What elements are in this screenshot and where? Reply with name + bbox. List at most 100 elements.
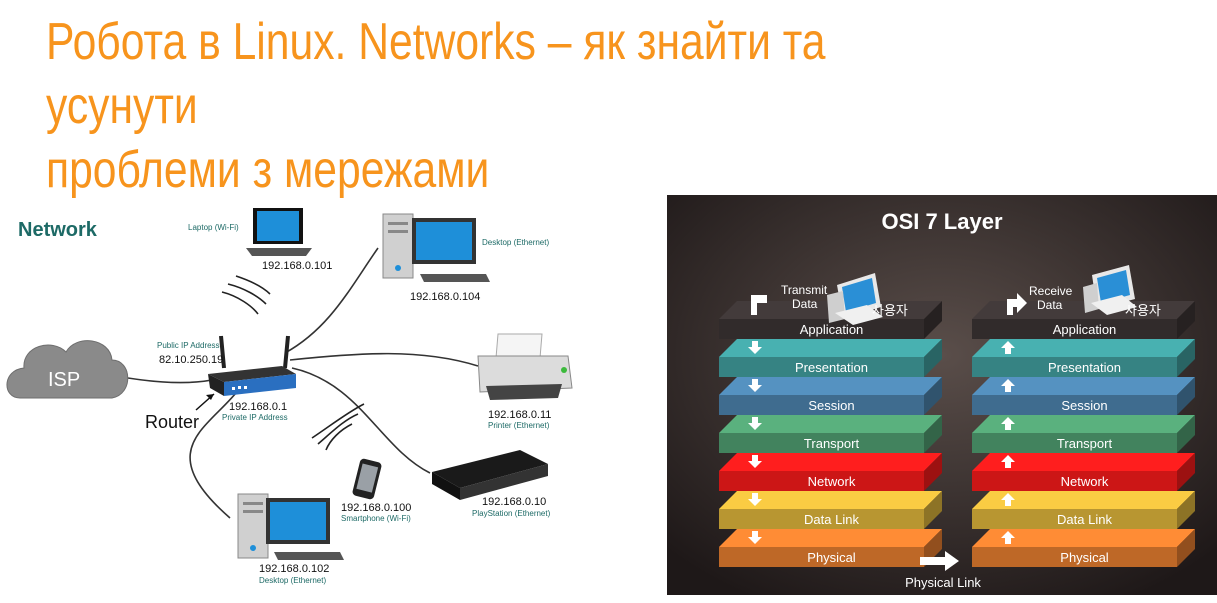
public-ip-label: Public IP Address [157,341,220,350]
down-arrow-icon [748,455,762,468]
playstation-ip: 192.168.0.10 [482,496,546,508]
transmit-layer-presentation: Presentation [719,339,942,377]
osi-stack-receive: ApplicationPresentationSessionTransportN… [972,301,1195,567]
layer-top-face [972,529,1195,547]
layer-front-face [972,471,1177,491]
receive-layer-session: Session [972,377,1195,415]
network-diagram: Network ISP Public IP Address 82.10.250.… [6,208,573,585]
transmit-layer-transport: Transport [719,415,942,453]
page-title-line-2: проблеми з мережами [46,141,490,199]
layer-front-face [972,357,1177,377]
layer-front-face [972,547,1177,567]
layer-label: Session [808,398,854,413]
transmit-data-line2: Data [792,297,818,311]
laptop-ip: 192.168.0.101 [262,260,332,272]
layer-front-face [972,509,1177,529]
printer-label: Printer (Ethernet) [488,421,550,430]
smartphone-ip: 192.168.0.100 [341,502,411,514]
page-title: Робота в Linux. Networks – як знайти та … [46,10,948,202]
layer-front-face [719,395,924,415]
user-computer-right-icon [1083,265,1137,315]
layer-label: Application [1053,322,1117,337]
cable-isp-router [127,377,213,384]
user-computer-left-icon [827,273,883,325]
up-arrow-icon [1001,493,1015,506]
layer-label: Presentation [1048,360,1121,375]
layer-front-face [972,319,1177,339]
desktop-top-ip: 192.168.0.104 [410,291,480,303]
osi-diagram: OSI 7 Layer ApplicationPresentationSessi… [667,195,1217,595]
layer-top-face [719,529,942,547]
receive-layer-network: Network [972,453,1195,491]
desktop-bottom-label: Desktop (Ethernet) [259,576,326,585]
smartphone-label: Smartphone (Wi-Fi) [341,514,411,523]
playstation-label: PlayStation (Ethernet) [472,509,551,518]
layer-top-face [972,377,1195,395]
printer-ip: 192.168.0.11 [488,409,551,421]
down-arrow-icon [748,379,762,392]
receive-turn-arrow-icon [1007,293,1027,315]
layer-label: Network [1061,474,1109,489]
layer-label: Session [1061,398,1107,413]
page-title-line-1: Робота в Linux. Networks – як знайти та … [46,13,826,135]
desktop-bottom-ip: 192.168.0.102 [259,563,329,575]
receive-layer-data-link: Data Link [972,491,1195,529]
layer-label: Data Link [804,512,859,527]
layer-side-face [1177,339,1195,377]
cable-router-desktop-bottom [189,387,241,519]
layer-label: Physical [1060,550,1109,565]
layer-label: Transport [804,436,860,451]
layer-front-face [972,395,1177,415]
router-ip-label: Private IP Address [222,413,288,422]
layer-side-face [1177,491,1195,529]
layer-top-face [972,415,1195,433]
router-icon [208,335,296,396]
layer-top-face [972,491,1195,509]
layer-top-face [972,301,1195,319]
layer-side-face [924,415,942,453]
layer-side-face [1177,453,1195,491]
transmit-layer-network: Network [719,453,942,491]
receive-layer-application: Application [972,301,1195,339]
network-cables [127,247,479,519]
layer-front-face [719,547,924,567]
layer-side-face [924,453,942,491]
up-arrow-icon [1001,531,1015,544]
layer-side-face [1177,415,1195,453]
down-arrow-icon [748,417,762,430]
transmit-turn-arrow-icon [751,295,767,315]
layer-top-face [719,339,942,357]
transmit-layer-physical: Physical [719,529,942,567]
receive-layer-transport: Transport [972,415,1195,453]
layer-top-face [719,453,942,471]
playstation-icon [432,450,548,500]
layer-side-face [924,301,942,339]
layer-side-face [1177,529,1195,567]
desktop-bottom-icon [237,493,344,560]
cable-router-printer [289,352,479,367]
isp-label: ISP [48,369,80,391]
osi-stack-transmit: ApplicationPresentationSessionTransportN… [719,301,942,567]
layer-front-face [719,433,924,453]
laptop-icon [246,208,312,256]
layer-top-face [972,453,1195,471]
router-pointer-arrowhead [206,394,214,400]
router-label: Router [145,412,199,432]
laptop-label: Laptop (Wi-Fi) [188,223,239,232]
user-label-right: 사용자 [1125,303,1161,318]
up-arrow-icon [1001,379,1015,392]
public-ip-value: 82.10.250.19 [159,354,223,366]
router-ip-value: 192.168.0.1 [229,401,287,413]
layer-side-face [924,491,942,529]
layer-label: Transport [1057,436,1113,451]
layer-top-face [719,415,942,433]
isp-cloud: ISP [6,340,129,399]
receive-data-line1: Receive [1029,284,1073,298]
layer-front-face [719,319,924,339]
cable-router-desktop-top [284,247,379,354]
layer-front-face [972,433,1177,453]
physical-link-label: Physical Link [905,575,981,590]
down-arrow-icon [748,531,762,544]
layer-front-face [719,357,924,377]
up-arrow-icon [1001,341,1015,354]
